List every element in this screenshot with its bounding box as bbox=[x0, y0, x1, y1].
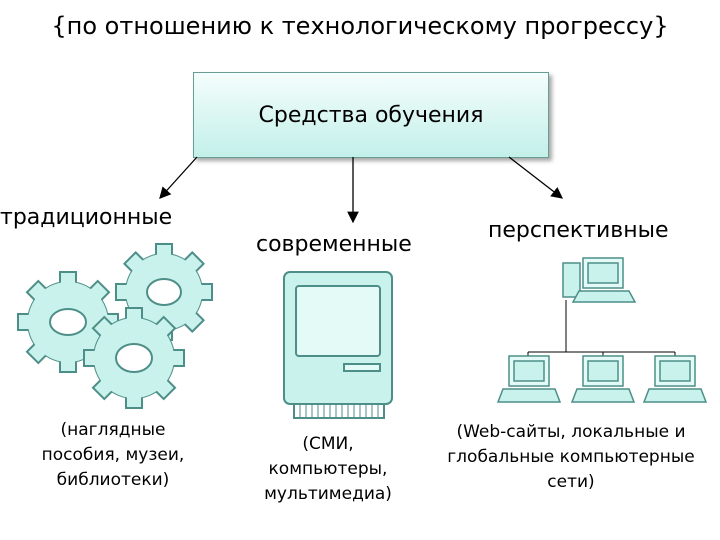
branch-traditional-label: традиционные bbox=[0, 205, 173, 230]
computer-icon bbox=[283, 271, 393, 419]
branch-promising-desc: (Web-сайты, локальные и глобальные компь… bbox=[426, 420, 716, 495]
network-icon bbox=[496, 257, 708, 403]
branch-promising-label: перспективные bbox=[488, 218, 669, 243]
desc-line: библиотеки) bbox=[56, 470, 170, 490]
network-lines bbox=[527, 300, 676, 356]
connector-left bbox=[159, 156, 198, 199]
desc-line: (СМИ, bbox=[302, 434, 354, 454]
gear-left bbox=[17, 271, 119, 373]
branch-traditional-desc: (наглядные пособия, музеи, библиотеки) bbox=[18, 418, 208, 493]
desc-line: глобальные компьютерные bbox=[447, 447, 695, 467]
desc-line: мультимедиа) bbox=[264, 484, 392, 504]
gear-top bbox=[115, 243, 213, 341]
root-node: Средства обучения bbox=[193, 72, 549, 158]
branch-modern-desc: (СМИ, компьютеры, мультимедиа) bbox=[238, 432, 418, 507]
diagram-title: {по отношению к технологическому прогрес… bbox=[51, 12, 669, 40]
desc-line: компьютеры, bbox=[268, 459, 388, 479]
desc-line: (Web-сайты, локальные и bbox=[456, 422, 686, 442]
branch-modern-label: современные bbox=[256, 232, 412, 257]
pc-server bbox=[562, 257, 637, 303]
root-node-label: Средства обучения bbox=[258, 102, 484, 128]
pc-client-1 bbox=[496, 355, 562, 403]
pc-client-2 bbox=[570, 355, 636, 403]
gear-bottom bbox=[83, 307, 185, 409]
desc-line: (наглядные bbox=[60, 420, 166, 440]
gears-icon bbox=[17, 243, 213, 409]
pc-client-3 bbox=[642, 355, 708, 403]
connector-right bbox=[508, 156, 564, 199]
desc-line: сети) bbox=[547, 472, 595, 492]
desc-line: пособия, музеи, bbox=[41, 445, 185, 465]
